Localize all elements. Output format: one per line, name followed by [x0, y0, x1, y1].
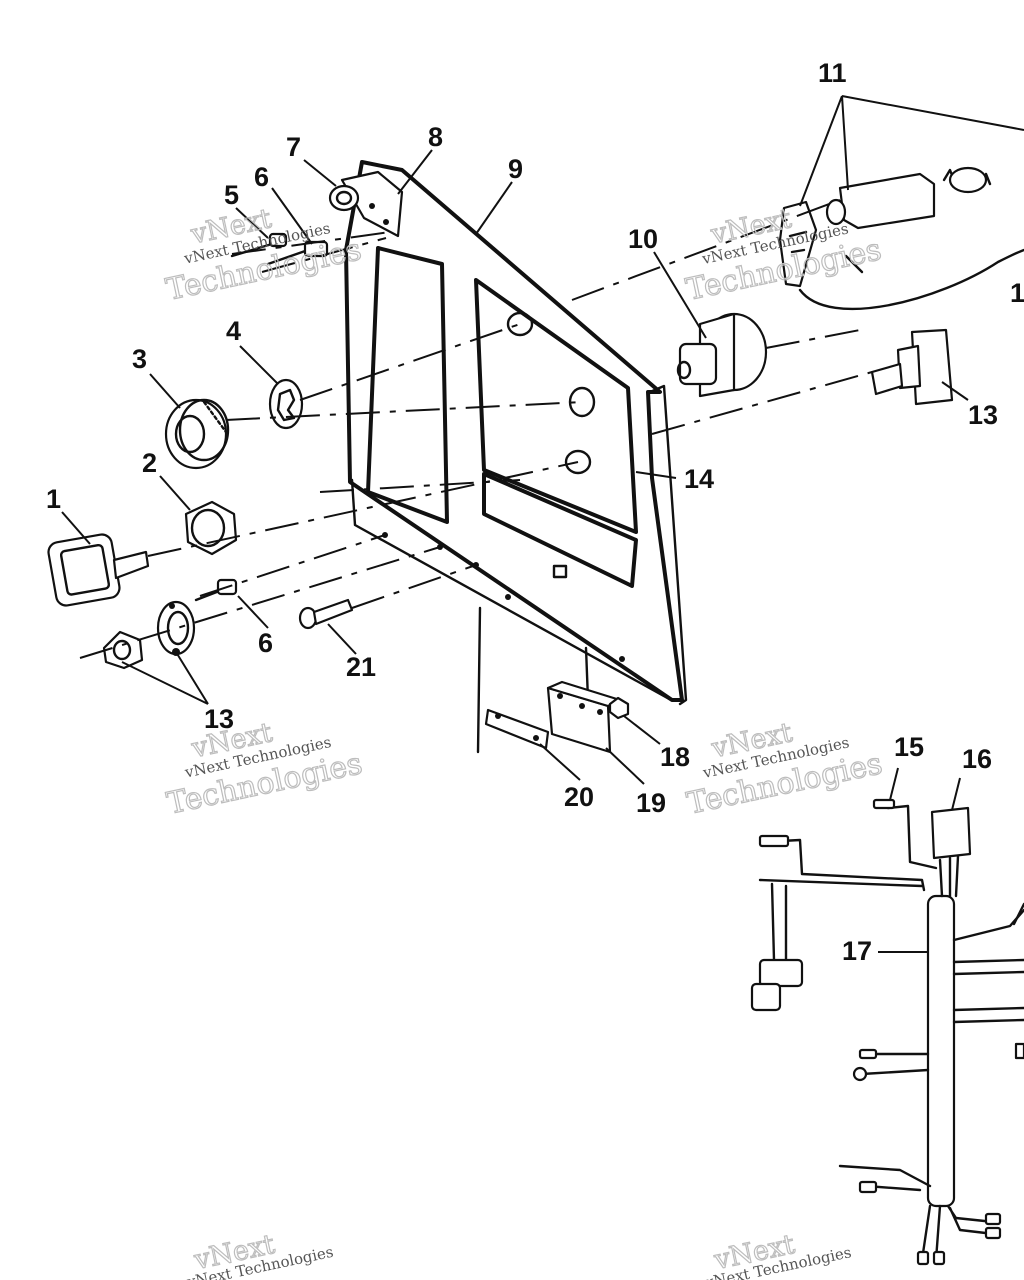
- callout-10: 10: [628, 224, 658, 254]
- callout-18: 18: [660, 742, 690, 772]
- panel-cutout-left: [366, 246, 449, 524]
- callout-5: 5: [224, 180, 239, 210]
- block-19: [546, 680, 622, 754]
- bracket-20: [484, 708, 550, 750]
- wiring-harness: [750, 798, 1024, 1266]
- callout-13-right: 13: [968, 400, 998, 430]
- callout-13-lower: 13: [204, 704, 234, 734]
- panel-slot: [482, 472, 638, 588]
- callout-11: 11: [818, 58, 847, 88]
- bezel-nut: [164, 398, 230, 470]
- callout-3: 3: [132, 344, 147, 374]
- callout-19: 19: [636, 788, 666, 818]
- callout-9: 9: [508, 154, 523, 184]
- lock-washer: [268, 378, 304, 430]
- callout-21: 21: [346, 652, 376, 682]
- screw: [298, 598, 354, 630]
- callout-6-lower: 6: [258, 628, 273, 658]
- callout-17: 17: [842, 936, 872, 966]
- toggle-switch: [870, 328, 954, 406]
- watermark-6: vNext vNext Technologies: [703, 1228, 853, 1280]
- callout-14: 14: [684, 464, 714, 494]
- callout-15: 15: [894, 732, 924, 762]
- callout-12: 12: [1010, 278, 1024, 308]
- callout-16: 16: [962, 744, 992, 774]
- solenoid-assembly: [778, 166, 1024, 311]
- switch-nut-lower: [102, 630, 144, 670]
- hour-meter-gauge: [676, 312, 768, 398]
- callout-6-top: 6: [254, 162, 269, 192]
- callout-1: 1: [46, 484, 61, 514]
- watermark-3: vNext vNext Technologies Technologies: [163, 717, 366, 823]
- nut-18: [608, 696, 630, 720]
- callout-8: 8: [428, 122, 443, 152]
- callout-20: 20: [564, 782, 594, 812]
- hex-nut: [184, 500, 238, 556]
- ignition-key: [47, 533, 150, 607]
- assembly-centerlines: [79, 199, 873, 659]
- panel-cutout-right: [474, 278, 638, 534]
- callout-labels: 1 2 3 4 5 6 7 8 9 10 11 12 13 14 6 21 13…: [46, 58, 1024, 966]
- callout-7: 7: [286, 132, 301, 162]
- callout-4: 4: [226, 316, 241, 346]
- callout-2: 2: [142, 448, 157, 478]
- watermark-5: vNext vNext Technologies: [184, 1228, 334, 1280]
- ignition-bracket: [328, 170, 404, 238]
- switch-plate-lower: [156, 600, 196, 656]
- watermark-4: vNext vNext Technologies Technologies: [683, 717, 886, 823]
- leader-lines: [61, 95, 1024, 953]
